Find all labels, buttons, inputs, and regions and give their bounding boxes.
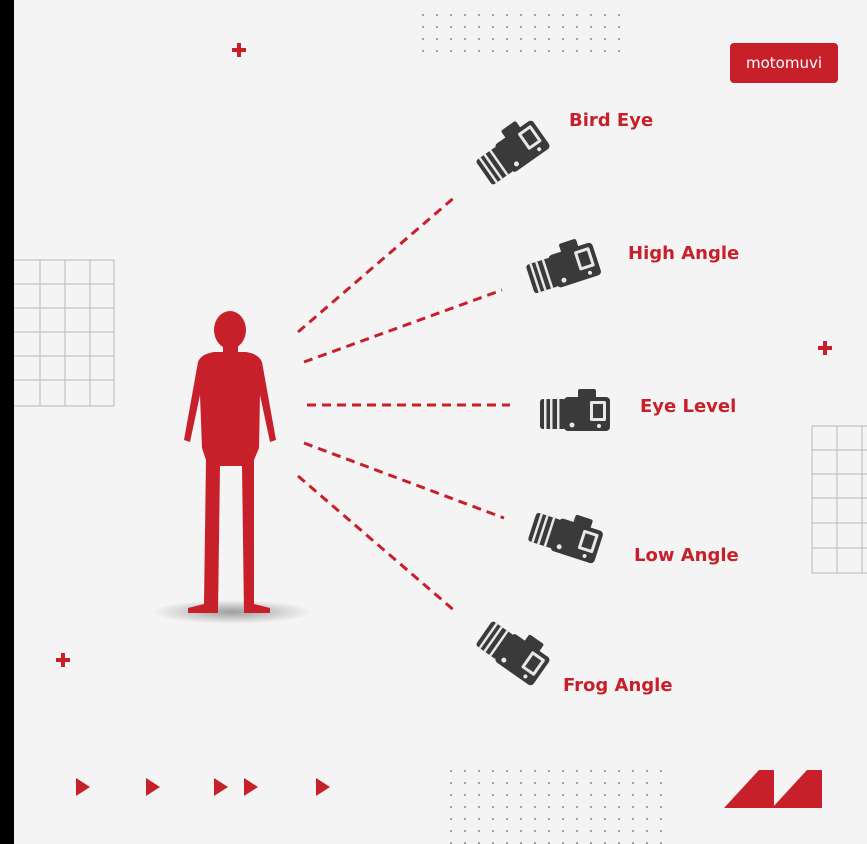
play-arrow-icon xyxy=(244,778,258,796)
camera-icon-high-angle xyxy=(522,234,602,296)
square-grid-left xyxy=(14,260,114,406)
play-arrow-icon xyxy=(214,778,228,796)
label-bird-eye: Bird Eye xyxy=(569,110,653,131)
label-eye-level: Eye Level xyxy=(640,396,736,417)
camera-icon-bird-eye xyxy=(470,113,551,188)
plus-icon xyxy=(818,341,832,355)
dot-grid-top xyxy=(412,8,622,60)
camera-icon-frog-angle xyxy=(474,612,555,687)
plus-icon xyxy=(56,653,70,667)
label-frog-angle: Frog Angle xyxy=(563,675,673,696)
infographic-art xyxy=(14,0,867,844)
brand-mark-icon xyxy=(724,770,822,808)
label-high-angle: High Angle xyxy=(628,243,739,264)
dot-grid-bottom xyxy=(439,766,669,844)
brand-badge: motomuvi xyxy=(730,43,838,83)
label-low-angle: Low Angle xyxy=(634,545,739,566)
square-grid-right xyxy=(812,426,867,573)
dashed-line-bird-eye xyxy=(298,196,456,332)
person-silhouette-icon xyxy=(184,311,276,613)
camera-icon-eye-level xyxy=(540,389,610,431)
camera-icon-low-angle xyxy=(527,503,607,565)
dashed-line-frog-angle xyxy=(298,476,456,612)
play-arrow-icon xyxy=(316,778,330,796)
play-arrow-icon xyxy=(76,778,90,796)
play-arrow-icon xyxy=(146,778,160,796)
person-shadow xyxy=(152,600,312,624)
plus-icon xyxy=(232,43,246,57)
infographic-canvas: motomuvi Bird Eye High Angle Eye Level L… xyxy=(14,0,867,844)
